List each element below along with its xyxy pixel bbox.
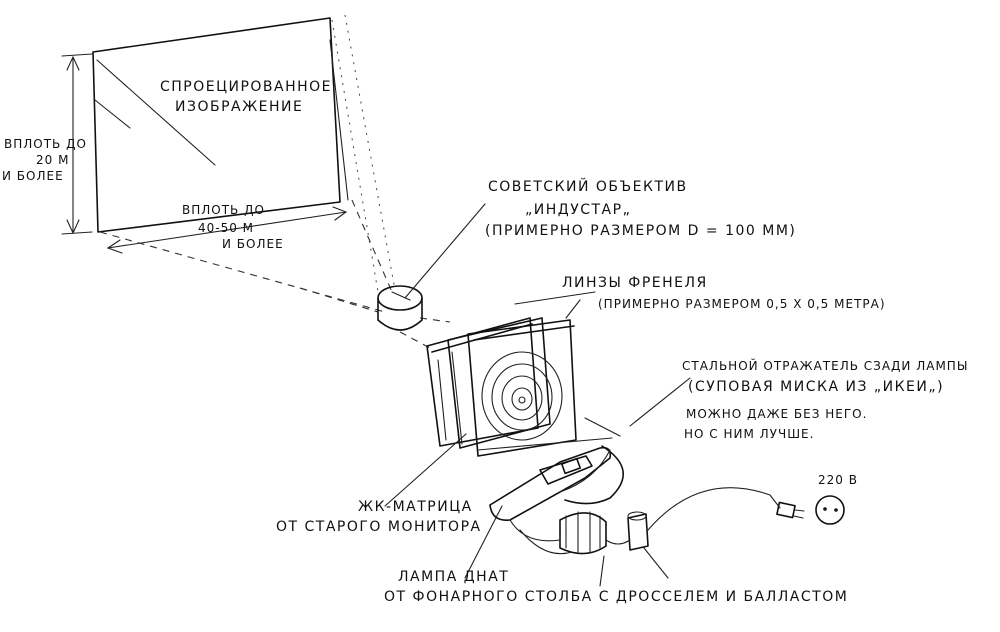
leader-lines bbox=[384, 203, 691, 587]
label-height-2: 20 М bbox=[36, 153, 70, 167]
label-fresnel: ЛИНЗЫ ФРЕНЕЛЯ bbox=[562, 275, 708, 291]
label-width-3: И БОЛЕЕ bbox=[222, 237, 284, 251]
label-voltage: 220 В bbox=[818, 473, 858, 487]
projection-beam bbox=[99, 14, 451, 349]
label-fresnel-size: (ПРИМЕРНО РАЗМЕРОМ 0,5 Х 0,5 МЕТРА) bbox=[598, 297, 886, 311]
label-lens-name: „ИНДУСТАР„ bbox=[525, 202, 632, 218]
label-reflector: СТАЛЬНОЙ ОТРАЖАТЕЛЬ СЗАДИ ЛАМПЫ bbox=[682, 359, 969, 373]
label-reflector-optional: МОЖНО ДАЖЕ БЕЗ НЕГО. bbox=[686, 407, 868, 421]
projection-screen bbox=[92, 17, 349, 233]
label-lamp: ЛАМПА ДНАТ bbox=[398, 569, 510, 585]
label-lens-size: (ПРИМЕРНО РАЗМЕРОМ D = 100 ММ) bbox=[485, 223, 797, 239]
label-width-1: ВПЛОТЬ ДО bbox=[182, 203, 265, 217]
label-lcd-source: ОТ СТАРОГО МОНИТОРА bbox=[276, 519, 482, 535]
wiring bbox=[509, 487, 781, 555]
label-projected-image-2: ИЗОБРАЖЕНИЕ bbox=[175, 99, 304, 115]
wall-socket bbox=[815, 495, 845, 525]
lens-industar bbox=[377, 285, 423, 331]
label-height-1: ВПЛОТЬ ДО bbox=[4, 137, 87, 151]
power-plug bbox=[776, 501, 805, 519]
label-projected-image: СПРОЕЦИРОВАННОЕ bbox=[160, 79, 333, 95]
label-reflector-bowl: (СУПОВАЯ МИСКА ИЗ „ИКЕИ„) bbox=[688, 379, 945, 395]
label-reflector-better: НО С НИМ ЛУЧШЕ. bbox=[684, 427, 815, 441]
hps-lamp bbox=[477, 417, 621, 522]
label-width-2: 40-50 М bbox=[198, 221, 255, 235]
height-dimension bbox=[61, 53, 93, 235]
steel-reflector bbox=[559, 445, 625, 505]
label-height-3: И БОЛЕЕ bbox=[2, 169, 64, 183]
fresnel-lens-stack bbox=[426, 317, 577, 457]
width-dimension bbox=[106, 206, 348, 254]
ballast-choke bbox=[559, 511, 649, 555]
label-lens: СОВЕТСКИЙ ОБЪЕКТИВ bbox=[488, 179, 688, 195]
label-lcd-matrix: ЖК-МАТРИЦА bbox=[358, 499, 473, 515]
label-lamp-source: ОТ ФОНАРНОГО СТОЛБА С ДРОССЕЛЕМ И БАЛЛАС… bbox=[384, 589, 849, 605]
